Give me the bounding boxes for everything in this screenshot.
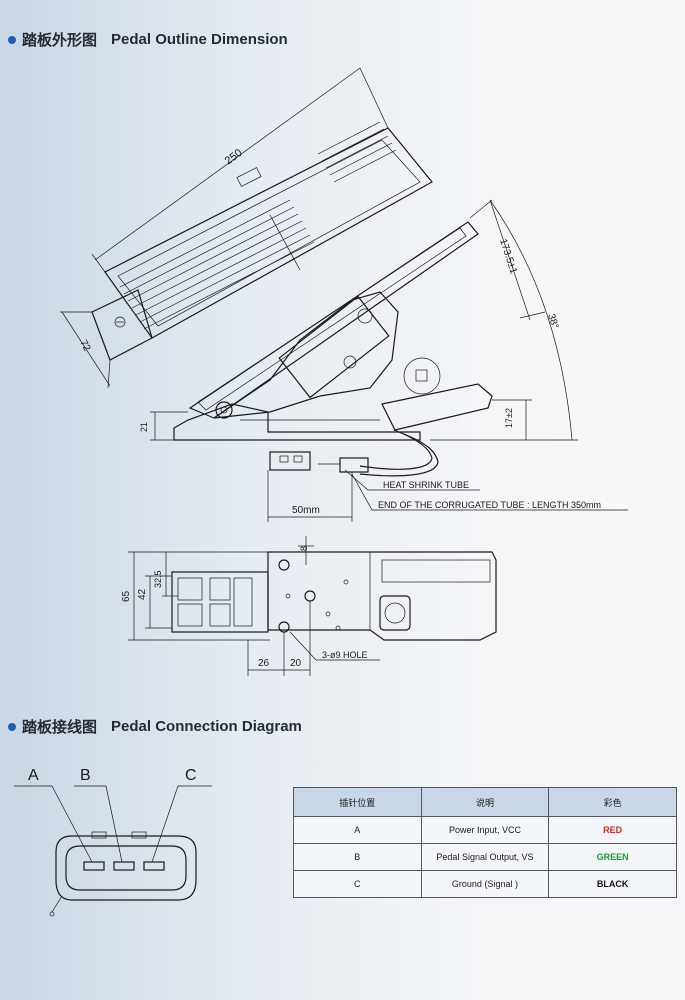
dim-angle: 38° bbox=[545, 313, 560, 331]
table-row: B Pedal Signal Output, VS GREEN bbox=[293, 843, 677, 871]
heat-shrink-label: HEAT SHRINK TUBE bbox=[383, 480, 469, 490]
color-cell: GREEN bbox=[548, 843, 677, 871]
desc-cell: Pedal Signal Output, VS bbox=[420, 843, 550, 871]
pin-label-b: B bbox=[80, 767, 91, 784]
table-row: C Ground (Signal ) BLACK bbox=[293, 870, 677, 898]
color-cell: RED bbox=[548, 816, 677, 844]
header-desc: 说明 bbox=[420, 787, 550, 817]
outline-title-cn: 踏板外形图 bbox=[22, 32, 98, 49]
header-pin: 插针位置 bbox=[293, 787, 422, 817]
hole-label: 3-ø9 HOLE bbox=[322, 650, 368, 660]
dim-right-height: 17±2 bbox=[504, 408, 514, 428]
pedal-top-view: 250 72 bbox=[60, 67, 433, 389]
bullet-icon bbox=[8, 722, 16, 731]
pedal-side-view: 21 173.5±1 38° 17±2 50mm HEAT SHRINK TUB… bbox=[139, 199, 628, 522]
outline-title-en: Pedal Outline Dimension bbox=[111, 31, 288, 48]
dim-32-5: 32.5 bbox=[153, 570, 163, 588]
header-color: 彩色 bbox=[548, 787, 677, 817]
connector-drawing: A B C bbox=[14, 767, 212, 917]
dim-height: 173.5±1 bbox=[497, 238, 519, 276]
dim-20: 20 bbox=[290, 658, 302, 669]
connection-section-title: 踏板接线图 Pedal Connection Diagram bbox=[8, 716, 302, 737]
table-header-row: 插针位置 说明 彩色 bbox=[293, 787, 677, 817]
dim-8: 8 bbox=[299, 546, 309, 551]
dim-cable-len: 50mm bbox=[292, 505, 320, 516]
table-row: A Power Input, VCC RED bbox=[293, 816, 677, 844]
desc-cell: Power Input, VCC bbox=[420, 816, 550, 844]
dim-width: 72 bbox=[77, 338, 92, 353]
dim-26: 26 bbox=[258, 658, 270, 669]
pin-cell: B bbox=[293, 843, 422, 871]
dim-base-height: 21 bbox=[139, 422, 149, 432]
dim-42: 42 bbox=[137, 588, 148, 600]
dim-length: 250 bbox=[223, 147, 245, 167]
pedal-plan-view: 65 42 32.5 8 26 20 3-ø9 HOLE bbox=[121, 536, 497, 676]
dim-65: 65 bbox=[121, 590, 132, 602]
pin-cell: C bbox=[293, 870, 422, 898]
pin-label-a: A bbox=[28, 767, 39, 784]
pin-table: 插针位置 说明 彩色 A Power Input, VCC RED B Peda… bbox=[293, 787, 677, 898]
pin-label-c: C bbox=[185, 767, 197, 784]
corrugated-label: END OF THE CORRUGATED TUBE : LENGTH 350m… bbox=[378, 500, 601, 510]
outline-section-title: 踏板外形图 Pedal Outline Dimension bbox=[8, 29, 288, 50]
connection-title-en: Pedal Connection Diagram bbox=[111, 718, 302, 735]
pin-cell: A bbox=[293, 816, 422, 844]
desc-cell: Ground (Signal ) bbox=[420, 870, 550, 898]
bullet-icon bbox=[8, 35, 16, 44]
connection-title-cn: 踏板接线图 bbox=[22, 719, 98, 736]
color-cell: BLACK bbox=[548, 870, 677, 898]
